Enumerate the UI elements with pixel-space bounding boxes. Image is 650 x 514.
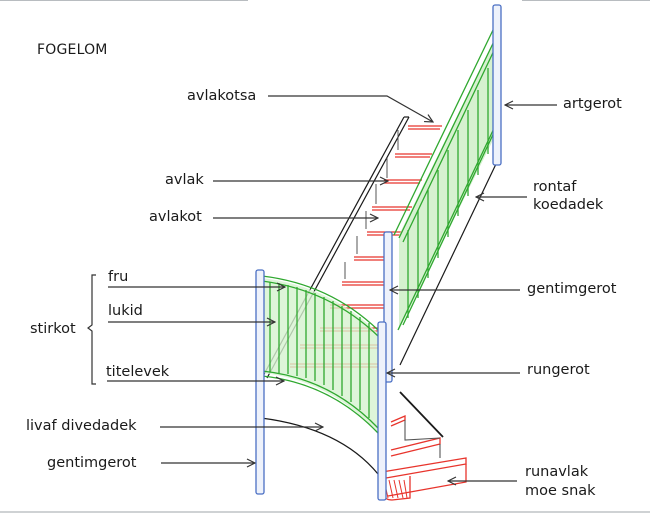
label-titelevek: titelevek <box>106 364 170 380</box>
diagram-title: FOGELOM <box>37 42 108 58</box>
upper-balustrade <box>393 27 500 331</box>
lower-outer-string <box>399 391 444 438</box>
label-artgerot: artgerot <box>563 96 622 112</box>
label-avlakot: avlakot <box>149 209 202 225</box>
landing-newel-post <box>377 231 393 501</box>
top-border-line <box>0 0 248 1</box>
label-koedadek: koedadek <box>533 197 604 213</box>
label-rontaf: rontaf <box>533 179 577 195</box>
label-runavlak: runavlak <box>525 464 589 480</box>
label-livaf-divedadek: livaf divedadek <box>26 418 137 434</box>
label-stirkot: stirkot <box>30 321 76 337</box>
winder-steps <box>379 415 467 501</box>
label-gentimgerot-left: gentimgerot <box>47 455 137 471</box>
leader-avlakotsa <box>268 95 433 122</box>
label-rungerot: rungerot <box>527 362 590 378</box>
upper-risers <box>344 130 399 279</box>
label-lukid: lukid <box>108 303 143 319</box>
top-newel-post <box>492 4 502 166</box>
lower-balustrade <box>261 275 379 434</box>
label-avlakotsa: avlakotsa <box>187 88 257 104</box>
leader-lines <box>107 95 557 481</box>
label-gentimgerot-right: gentimgerot <box>527 281 617 297</box>
bottom-border-line <box>0 511 650 513</box>
group-bracket <box>87 274 96 385</box>
winder-risers <box>404 420 441 458</box>
top-border-line-right <box>522 0 650 1</box>
label-fru: fru <box>108 269 129 285</box>
label-moe-snak: moe snak <box>525 483 596 499</box>
label-avlak: avlak <box>165 172 204 188</box>
starting-newel-post <box>255 269 265 495</box>
